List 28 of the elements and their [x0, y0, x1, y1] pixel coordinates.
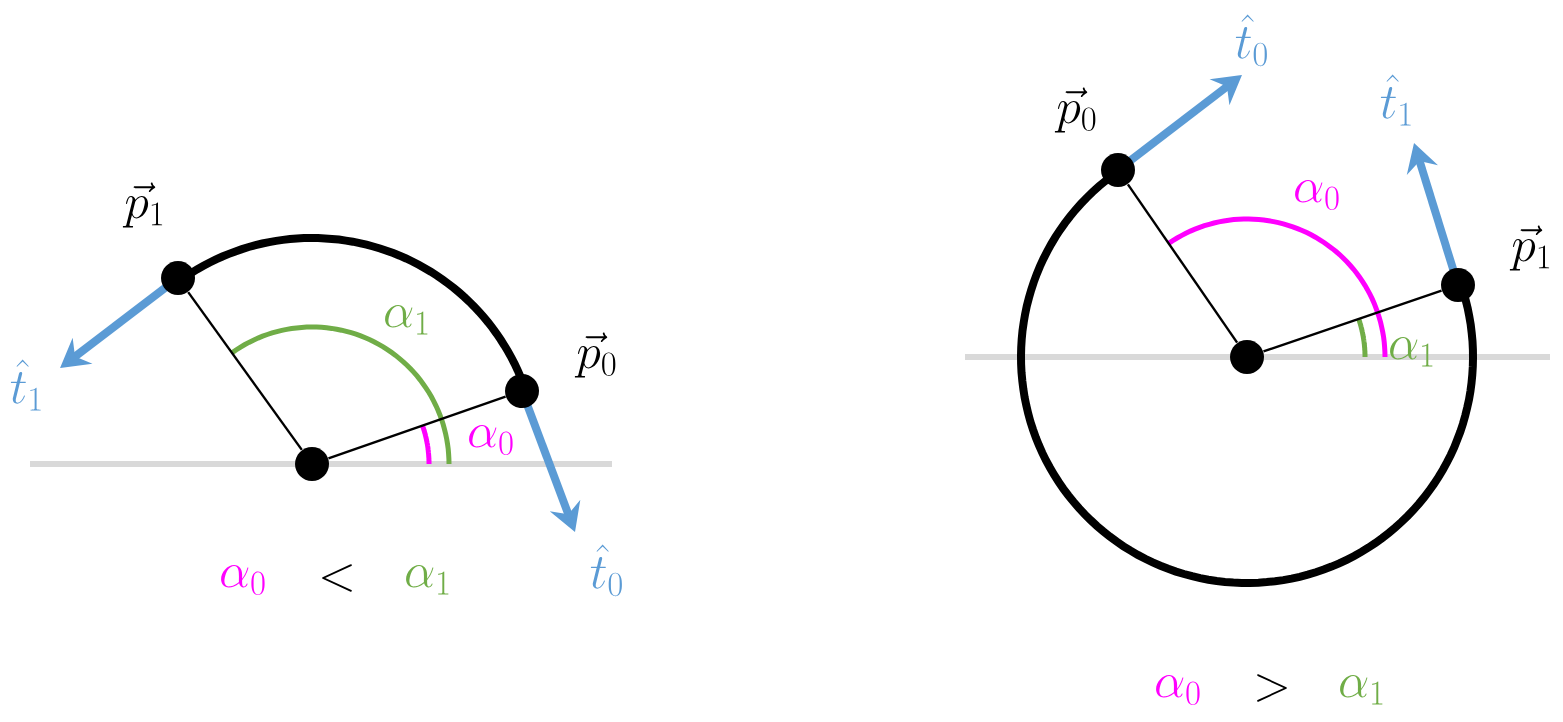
- math-label: $\alpha_0$: [1156, 675, 1200, 705]
- radius-line: [328, 395, 506, 460]
- math-label: $\alpha_0$: [221, 565, 265, 595]
- radius-line: [1263, 289, 1442, 353]
- point-dot: [505, 374, 539, 408]
- point-label: $\vec{p}_0$: [1054, 87, 1096, 133]
- math-label: $\alpha_0$: [469, 425, 513, 455]
- math-label: $\alpha_1$: [1340, 675, 1383, 705]
- math-label: $\alpha_1$: [406, 565, 449, 595]
- point-dot: [1441, 268, 1475, 302]
- point-dot: [295, 447, 329, 481]
- point-label: $\vec{p}_0$: [574, 332, 616, 378]
- math-label: $\hat{t}_1$: [10, 359, 41, 411]
- radius-line: [187, 291, 303, 451]
- math-label: $\hat{t}_0$: [1235, 14, 1267, 67]
- point-dot: [161, 261, 195, 295]
- math-label: $\alpha_1$: [385, 305, 428, 335]
- math-label: $<$: [322, 564, 352, 592]
- math-label: $\hat{t}_1$: [1380, 74, 1411, 126]
- math-label: $>$: [1257, 674, 1287, 702]
- math-label: $\alpha_1$: [1390, 337, 1433, 367]
- point-label: $\vec{p}_1$: [122, 182, 163, 228]
- point-label: $\vec{p}_1$: [1509, 225, 1550, 271]
- radius-line: [1126, 183, 1239, 344]
- math-label: $\alpha_0$: [1295, 180, 1339, 210]
- math-label: $\hat{t}_0$: [590, 544, 622, 597]
- point-dot: [1101, 153, 1135, 187]
- point-dot: [1230, 340, 1264, 374]
